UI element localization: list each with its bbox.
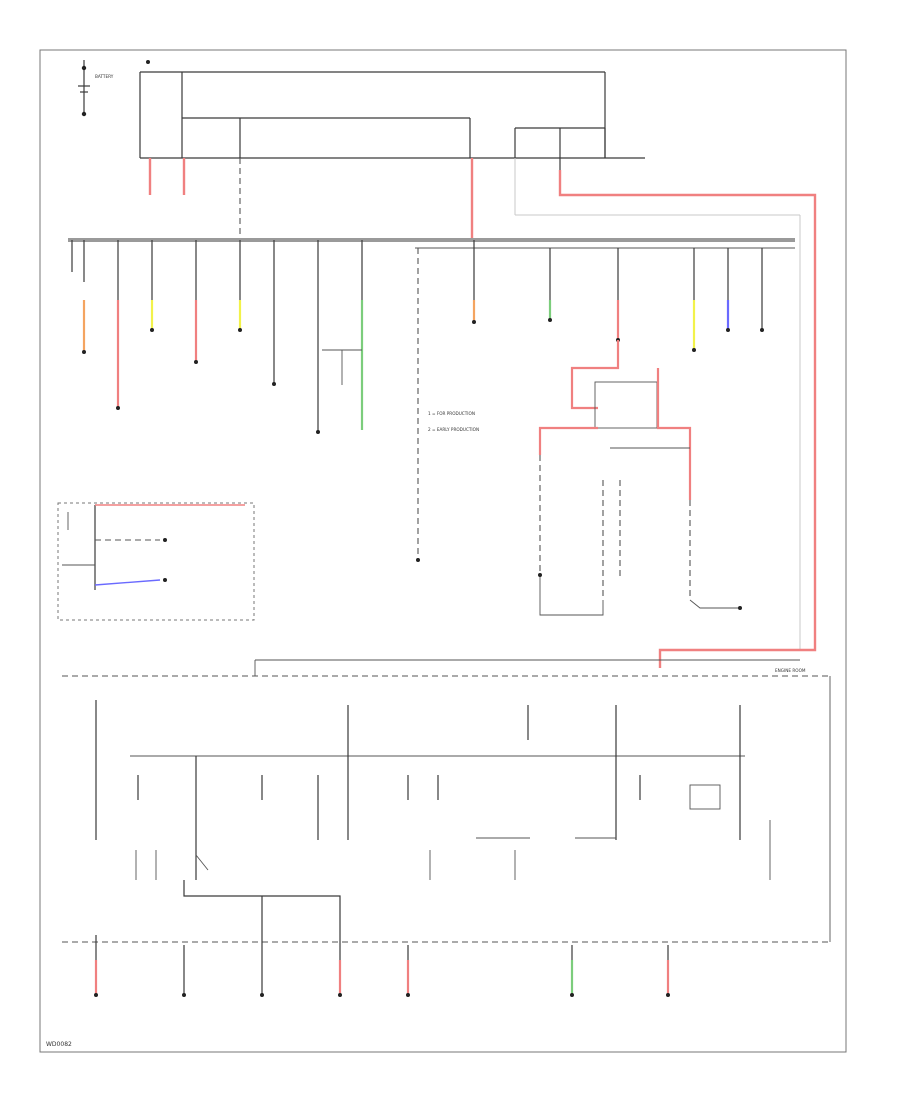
left-branch-circuits [71, 240, 364, 434]
note-1: 1 = FOR PRODUCTION [428, 411, 475, 416]
red-main-feed [558, 170, 817, 668]
page-reference: WD0082 [46, 1041, 72, 1048]
switch-box [57, 502, 255, 621]
battery-symbol: BATTERY [78, 60, 114, 117]
diagram-frame [39, 49, 847, 1053]
battery-label: BATTERY [95, 74, 114, 79]
lower-circuits [95, 700, 771, 945]
bottom-connectors [94, 935, 670, 997]
relay-section [538, 340, 742, 616]
lower-section: ENGINE ROOM [62, 659, 831, 943]
note-2: 2 = EARLY PRODUCTION [428, 427, 479, 432]
right-branch-circuits [416, 240, 764, 562]
upper-fuse-box [139, 60, 645, 159]
lower-box-label: ENGINE ROOM [775, 668, 806, 673]
